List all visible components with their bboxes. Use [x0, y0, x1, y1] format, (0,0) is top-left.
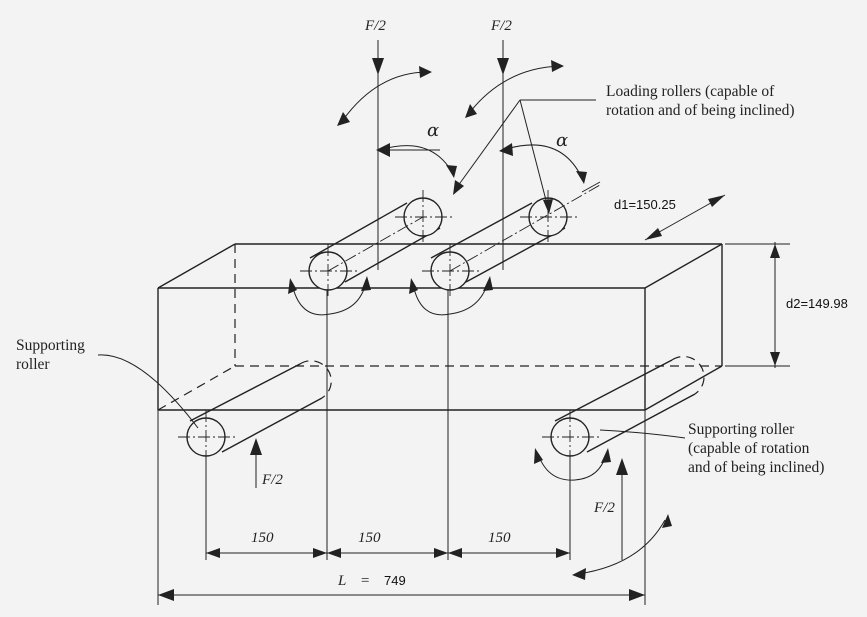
- specimen-beam: [157, 243, 723, 411]
- force-label-support-right: F/2: [593, 500, 615, 516]
- span-label-2: 150: [358, 530, 381, 546]
- leader-lines: [97, 99, 686, 439]
- force-label-loading-2: F/2: [490, 18, 512, 34]
- supporting-roller-right-label-line1: Supporting roller: [688, 421, 795, 438]
- loading-roller-1: [300, 190, 452, 298]
- force-arrows: [250, 40, 628, 560]
- alpha-label-1: α: [427, 120, 439, 141]
- loading-roller-2: [422, 184, 601, 298]
- dimension-d2-label: d2=149.98: [786, 296, 848, 311]
- dimension-d1-label: d1=150.25: [614, 197, 676, 212]
- length-symbol: L: [337, 573, 346, 589]
- force-label-loading-1: F/2: [364, 18, 386, 34]
- rotation-arrows: [288, 60, 672, 580]
- span-label-3: 150: [488, 530, 511, 546]
- force-label-support-left: F/2: [261, 472, 283, 488]
- loading-rollers-label-line2: rotation and of being inclined): [606, 102, 795, 119]
- alpha-label-2: α: [556, 130, 568, 151]
- length-equals: =: [360, 573, 370, 589]
- span-label-1: 150: [251, 530, 274, 546]
- supporting-roller-left: [178, 360, 332, 464]
- dimension-lines: [158, 194, 790, 601]
- supporting-roller-right-label-line2: (capable of rotation: [688, 440, 810, 457]
- supporting-roller-left-label-line1: Supporting: [16, 337, 85, 354]
- length-value: 749: [384, 573, 406, 588]
- supporting-roller-left-label-line2: roller: [16, 356, 50, 373]
- supporting-roller-right: [542, 355, 705, 464]
- supporting-roller-right-label-line3: and of being inclined): [688, 459, 824, 476]
- inclination-angles: [376, 143, 601, 193]
- loading-rollers-label-line1: Loading rollers (capable of: [606, 83, 775, 100]
